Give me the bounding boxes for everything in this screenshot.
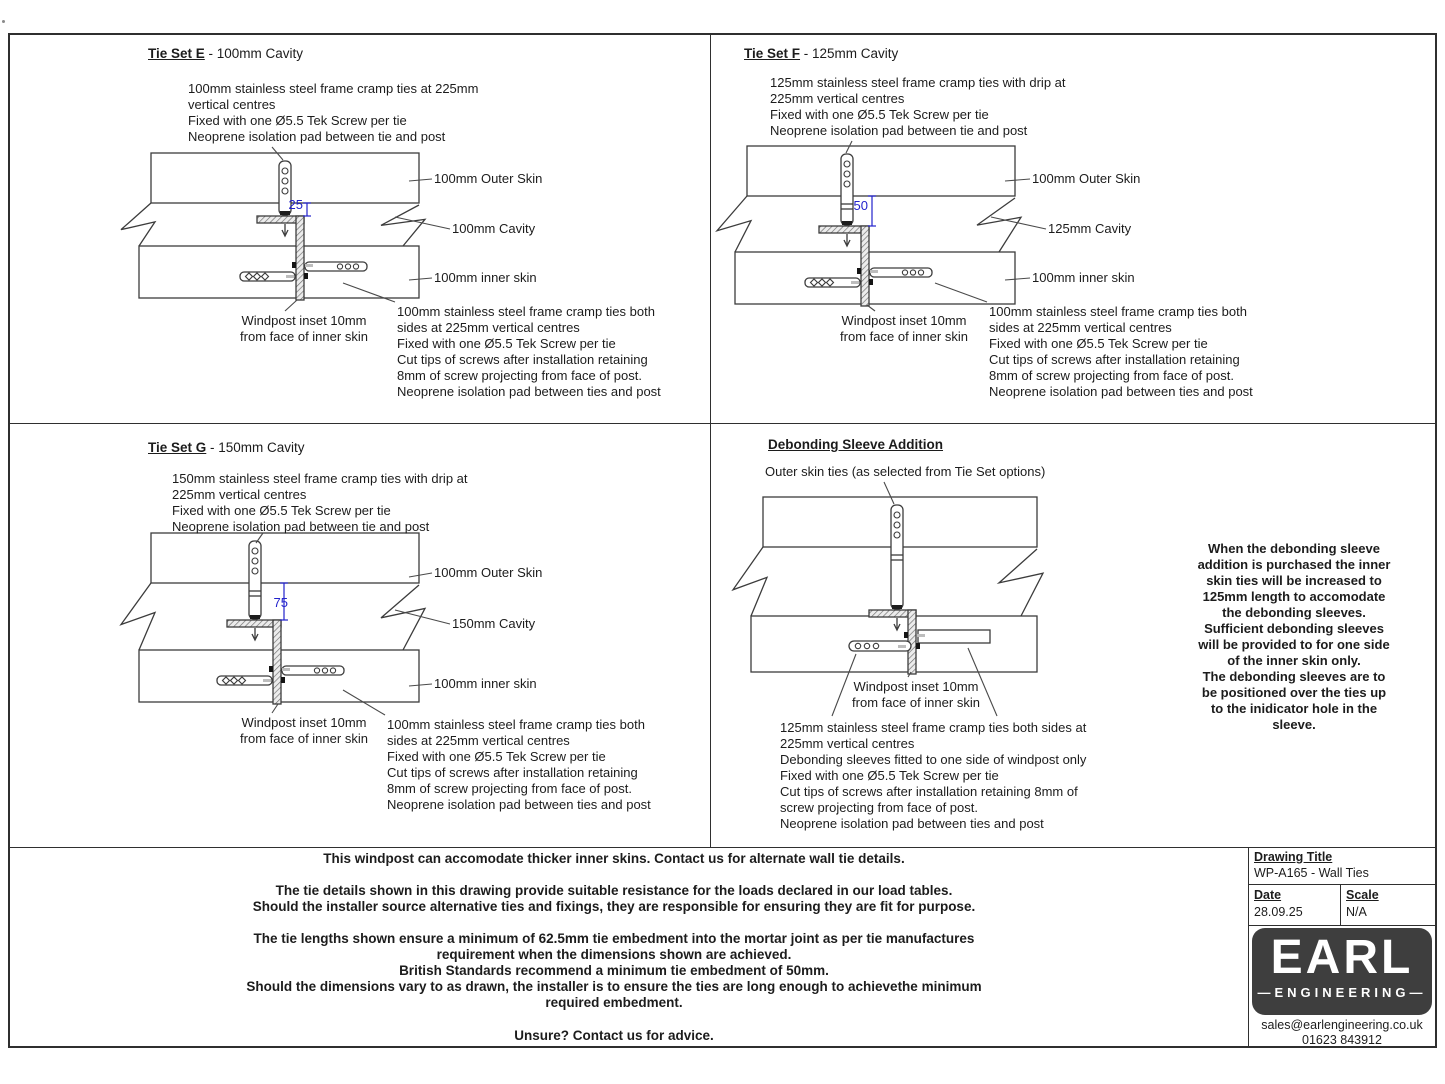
- cavity-label-e: 100mm Cavity: [452, 221, 536, 236]
- footer-divider: [8, 847, 1437, 848]
- footer-note-3: The tie lengths shown ensure a minimum o…: [246, 931, 982, 1010]
- outer-skin-label-f: 100mm Outer Skin: [1032, 171, 1141, 186]
- windpost-note-e: Windpost inset 10mm from face of inner s…: [240, 313, 368, 344]
- title-block-row-divider-1: [1248, 884, 1437, 885]
- drawing-title-value: WP-A165 - Wall Ties: [1254, 866, 1369, 880]
- footer-note-1: This windpost can accomodate thicker inn…: [323, 851, 905, 866]
- earl-logo-subtext: —ENGINEERING—: [1257, 985, 1427, 1000]
- date-value: 28.09.25: [1254, 905, 1303, 919]
- quadrant-divider-vertical: [710, 33, 711, 847]
- inner-skin-label-g: 100mm inner skin: [434, 676, 537, 691]
- debonding-side-note: When the debonding sleeve addition is pu…: [1197, 541, 1391, 732]
- tie-note-e: 100mm stainless steel frame cramp ties b…: [397, 304, 661, 399]
- dimension-value-e: 25: [288, 197, 303, 212]
- tie-set-g-description: 150mm stainless steel frame cramp ties w…: [172, 471, 468, 534]
- tie-set-g-title-cavity: - 150mm Cavity: [206, 440, 305, 455]
- dimension-value-f: 50: [853, 198, 868, 213]
- outer-skin-label-g: 100mm Outer Skin: [434, 565, 543, 580]
- footer-note-4: Unsure? Contact us for advice.: [514, 1028, 714, 1043]
- cavity-label-f: 125mm Cavity: [1048, 221, 1132, 236]
- debonding-subtitle: Outer skin ties (as selected from Tie Se…: [765, 464, 1046, 479]
- inner-skin-label-f: 100mm inner skin: [1032, 270, 1135, 285]
- scale-value: N/A: [1346, 905, 1367, 919]
- tie-set-f-title-name: Tie Set F: [744, 46, 801, 61]
- contact-phone: 01623 843912: [1302, 1033, 1382, 1047]
- tie-note-debonding: 125mm stainless steel frame cramp ties b…: [780, 720, 1087, 831]
- drawing-title-label: Drawing Title: [1254, 850, 1333, 864]
- quadrant-divider-horizontal: [8, 423, 1437, 424]
- tie-note-g: 100mm stainless steel frame cramp ties b…: [387, 717, 651, 812]
- cavity-label-g: 150mm Cavity: [452, 616, 536, 631]
- debonding-title: Debonding Sleeve Addition: [768, 437, 944, 452]
- tie-set-f-title: Tie Set F - 125mm Cavity: [744, 46, 898, 61]
- date-label: Date: [1254, 888, 1282, 902]
- tie-set-e-title-name: Tie Set E: [148, 46, 205, 61]
- title-block-left-border: [1248, 847, 1249, 1048]
- earl-logo: EARL —ENGINEERING—: [1252, 928, 1432, 1015]
- earl-logo-text: EARL: [1270, 931, 1414, 984]
- title-block-row-divider-2: [1248, 925, 1437, 926]
- tie-set-e-title: Tie Set E - 100mm Cavity: [148, 46, 303, 61]
- tie-set-f-title-cavity: - 125mm Cavity: [800, 46, 899, 61]
- tie-note-f: 100mm stainless steel frame cramp ties b…: [989, 304, 1253, 399]
- inner-skin-label-e: 100mm inner skin: [434, 270, 537, 285]
- tie-set-g-title: Tie Set G - 150mm Cavity: [148, 440, 305, 455]
- scale-label: Scale: [1346, 888, 1379, 902]
- sheet-border: [8, 33, 1437, 1048]
- outer-skin-label-e: 100mm Outer Skin: [434, 171, 543, 186]
- contact-email: sales@earlengineering.co.uk: [1261, 1018, 1423, 1032]
- windpost-note-debonding: Windpost inset 10mm from face of inner s…: [852, 679, 980, 710]
- tie-set-f-description: 125mm stainless steel frame cramp ties w…: [770, 75, 1066, 138]
- windpost-note-g: Windpost inset 10mm from face of inner s…: [240, 715, 368, 746]
- tie-set-e-title-cavity: - 100mm Cavity: [204, 46, 304, 61]
- dimension-value-g: 75: [273, 595, 288, 610]
- tie-set-g-title-name: Tie Set G: [148, 440, 207, 455]
- stray-mark: [2, 20, 5, 23]
- footer-note-2: The tie details shown in this drawing pr…: [252, 883, 976, 914]
- tie-set-e-description: 100mm stainless steel frame cramp ties a…: [188, 81, 479, 144]
- windpost-note-f: Windpost inset 10mm from face of inner s…: [840, 313, 968, 344]
- title-block-col-divider: [1340, 884, 1341, 925]
